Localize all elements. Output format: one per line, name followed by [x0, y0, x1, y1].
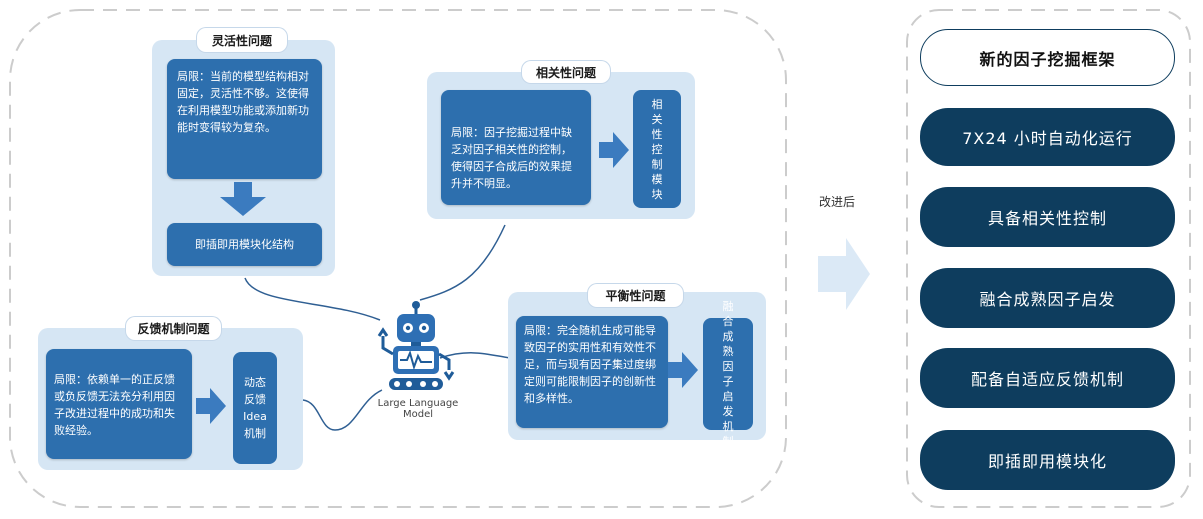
balance-solution-text: 融合成熟因子启发机制 — [722, 300, 734, 448]
feedback-solution-line: Idea — [243, 410, 267, 423]
feedback-solution-line: 反馈 — [244, 393, 266, 406]
robot-label: Large Language Model — [377, 398, 459, 420]
flexibility-title: 灵活性问题 — [197, 28, 287, 52]
correlation-panel: 相关性问题 局限：因子挖掘过程中缺乏对因子相关性的控制，使得因子合成后的效果提升… — [427, 61, 695, 219]
flexibility-panel: 灵活性问题 局限：当前的模型结构相对固定，灵活性不够。这使得在利用模型功能或添加… — [152, 28, 335, 276]
big-right-arrow-icon — [818, 238, 870, 310]
feedback-solution-line: 机制 — [244, 427, 266, 440]
feature-item: 7X24 小时自动化运行 — [920, 108, 1175, 166]
balance-title: 平衡性问题 — [588, 284, 683, 307]
framework-header: 新的因子挖掘框架 — [920, 29, 1175, 86]
balance-solution: 融合成熟因子启发机制 — [703, 300, 753, 448]
balance-limitation: 局限：完全随机生成可能导致因子的实用性和有效性不足，而与现有因子集过度绑定则可能… — [516, 316, 668, 428]
correlation-title: 相关性问题 — [522, 61, 610, 83]
feedback-solution: 动态 反馈 Idea 机制 — [233, 352, 277, 464]
feature-item: 融合成熟因子启发 — [920, 268, 1175, 328]
correlation-solution-text: 相关性控制模块 — [651, 97, 663, 201]
down-arrow-icon — [220, 182, 266, 216]
feedback-limitation: 局限：依赖单一的正反馈或负反馈无法充分利用因子改进过程中的成功和失败经验。 — [46, 349, 192, 459]
feedback-title: 反馈机制问题 — [126, 317, 221, 340]
balance-panel: 平衡性问题 局限：完全随机生成可能导致因子的实用性和有效性不足，而与现有因子集过… — [508, 284, 766, 448]
feature-item: 配备自适应反馈机制 — [920, 348, 1175, 408]
correlation-limitation: 局限：因子挖掘过程中缺乏对因子相关性的控制，使得因子合成后的效果提升并不明显。 — [441, 90, 591, 205]
feature-item: 具备相关性控制 — [920, 187, 1175, 247]
flexibility-limitation: 局限：当前的模型结构相对固定，灵活性不够。这使得在利用模型功能或添加新功能时变得… — [167, 59, 322, 179]
robot-icon — [377, 301, 455, 390]
improvement-label: 改进后 — [818, 195, 855, 209]
feature-item: 即插即用模块化 — [920, 430, 1175, 490]
feedback-solution-line: 动态 — [244, 376, 266, 389]
correlation-solution: 相关性控制模块 — [633, 90, 681, 208]
right-arrow-icon — [599, 132, 629, 168]
feedback-panel: 反馈机制问题 局限：依赖单一的正反馈或负反馈无法充分利用因子改进过程中的成功和失… — [38, 317, 303, 470]
right-arrow-icon — [668, 352, 698, 388]
right-arrow-icon — [196, 388, 226, 424]
flexibility-solution: 即插即用模块化结构 — [167, 223, 322, 266]
